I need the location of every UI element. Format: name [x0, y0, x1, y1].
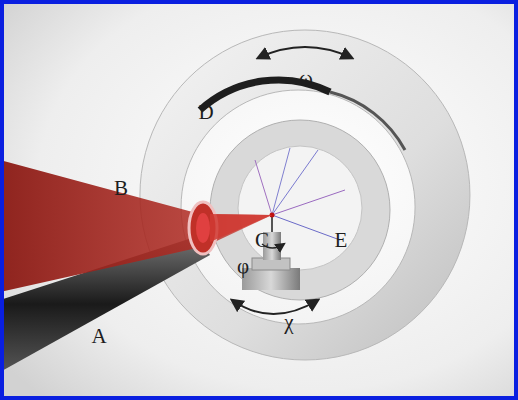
part-label: ω — [299, 68, 313, 89]
beam-aperture — [196, 213, 210, 243]
part-label: B — [114, 178, 128, 199]
detector-face — [238, 146, 362, 270]
chi-arrow — [232, 300, 318, 314]
part-label: D — [198, 102, 213, 123]
sample-pin — [271, 215, 273, 232]
x-ray-beam — [0, 160, 272, 292]
detector-ring — [210, 120, 390, 300]
part-label: E — [335, 230, 348, 251]
part-label: C — [255, 230, 269, 251]
omega-arrow — [258, 47, 352, 58]
part-label: A — [91, 326, 106, 347]
omega-ring — [140, 30, 470, 360]
goniometer-base — [242, 268, 300, 290]
diffracted-rays — [255, 148, 345, 240]
part-label: χ — [284, 312, 293, 333]
part-label: φ — [237, 256, 249, 277]
